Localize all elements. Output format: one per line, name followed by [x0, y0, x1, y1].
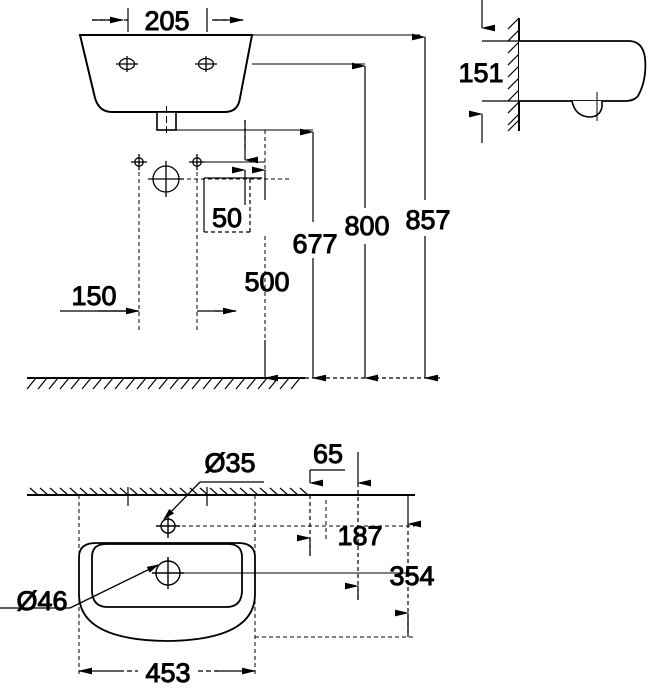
front-hole-marks: [131, 154, 205, 197]
dim-label-dia46: Ø46: [16, 586, 67, 616]
dim-50: [203, 120, 262, 233]
leader-dia46: [0, 564, 159, 609]
basin-front-outline: [78, 34, 254, 113]
dim-label-677: 677: [292, 229, 337, 259]
dim-label-dia35: Ø35: [204, 448, 255, 478]
dim-label-50: 50: [212, 203, 242, 233]
side-waste-bulge: [571, 100, 603, 118]
front-elevation-basin: [78, 34, 254, 136]
dim-label-187: 187: [337, 521, 382, 551]
dim-label-65: 65: [313, 439, 343, 469]
dim-151: [469, 0, 519, 143]
floor-line: [26, 377, 440, 390]
plan-wall: [27, 487, 415, 506]
dim-label-800: 800: [344, 211, 389, 241]
floor-hatching: [26, 377, 301, 390]
side-basin-profile: [519, 40, 647, 102]
dim-label-151: 151: [458, 58, 503, 88]
dim-label-857: 857: [405, 205, 450, 235]
leader-dia35: [163, 481, 264, 520]
plan-extension-lines: [78, 495, 415, 676]
dim-label-205: 205: [144, 6, 189, 36]
fixing-hole-left-icon: [116, 56, 138, 72]
side-elevation: [507, 17, 647, 132]
side-wall-hatching: [507, 17, 520, 132]
dim-label-500: 500: [244, 267, 289, 297]
front-fixing-holes: [116, 56, 217, 72]
plan-bowl-outline: [91, 543, 243, 608]
dim-205: [92, 8, 244, 32]
plan-basin: [78, 542, 256, 642]
small-crosshair-left: [131, 154, 147, 170]
plan-wall-hatching: [29, 487, 309, 496]
dim-65: [297, 469, 345, 556]
dim-label-453: 453: [145, 658, 190, 688]
plan-basin-outline: [78, 542, 256, 642]
dim-label-150: 150: [71, 281, 116, 311]
dim-label-354: 354: [389, 561, 434, 591]
fixing-hole-right-icon: [195, 56, 217, 72]
